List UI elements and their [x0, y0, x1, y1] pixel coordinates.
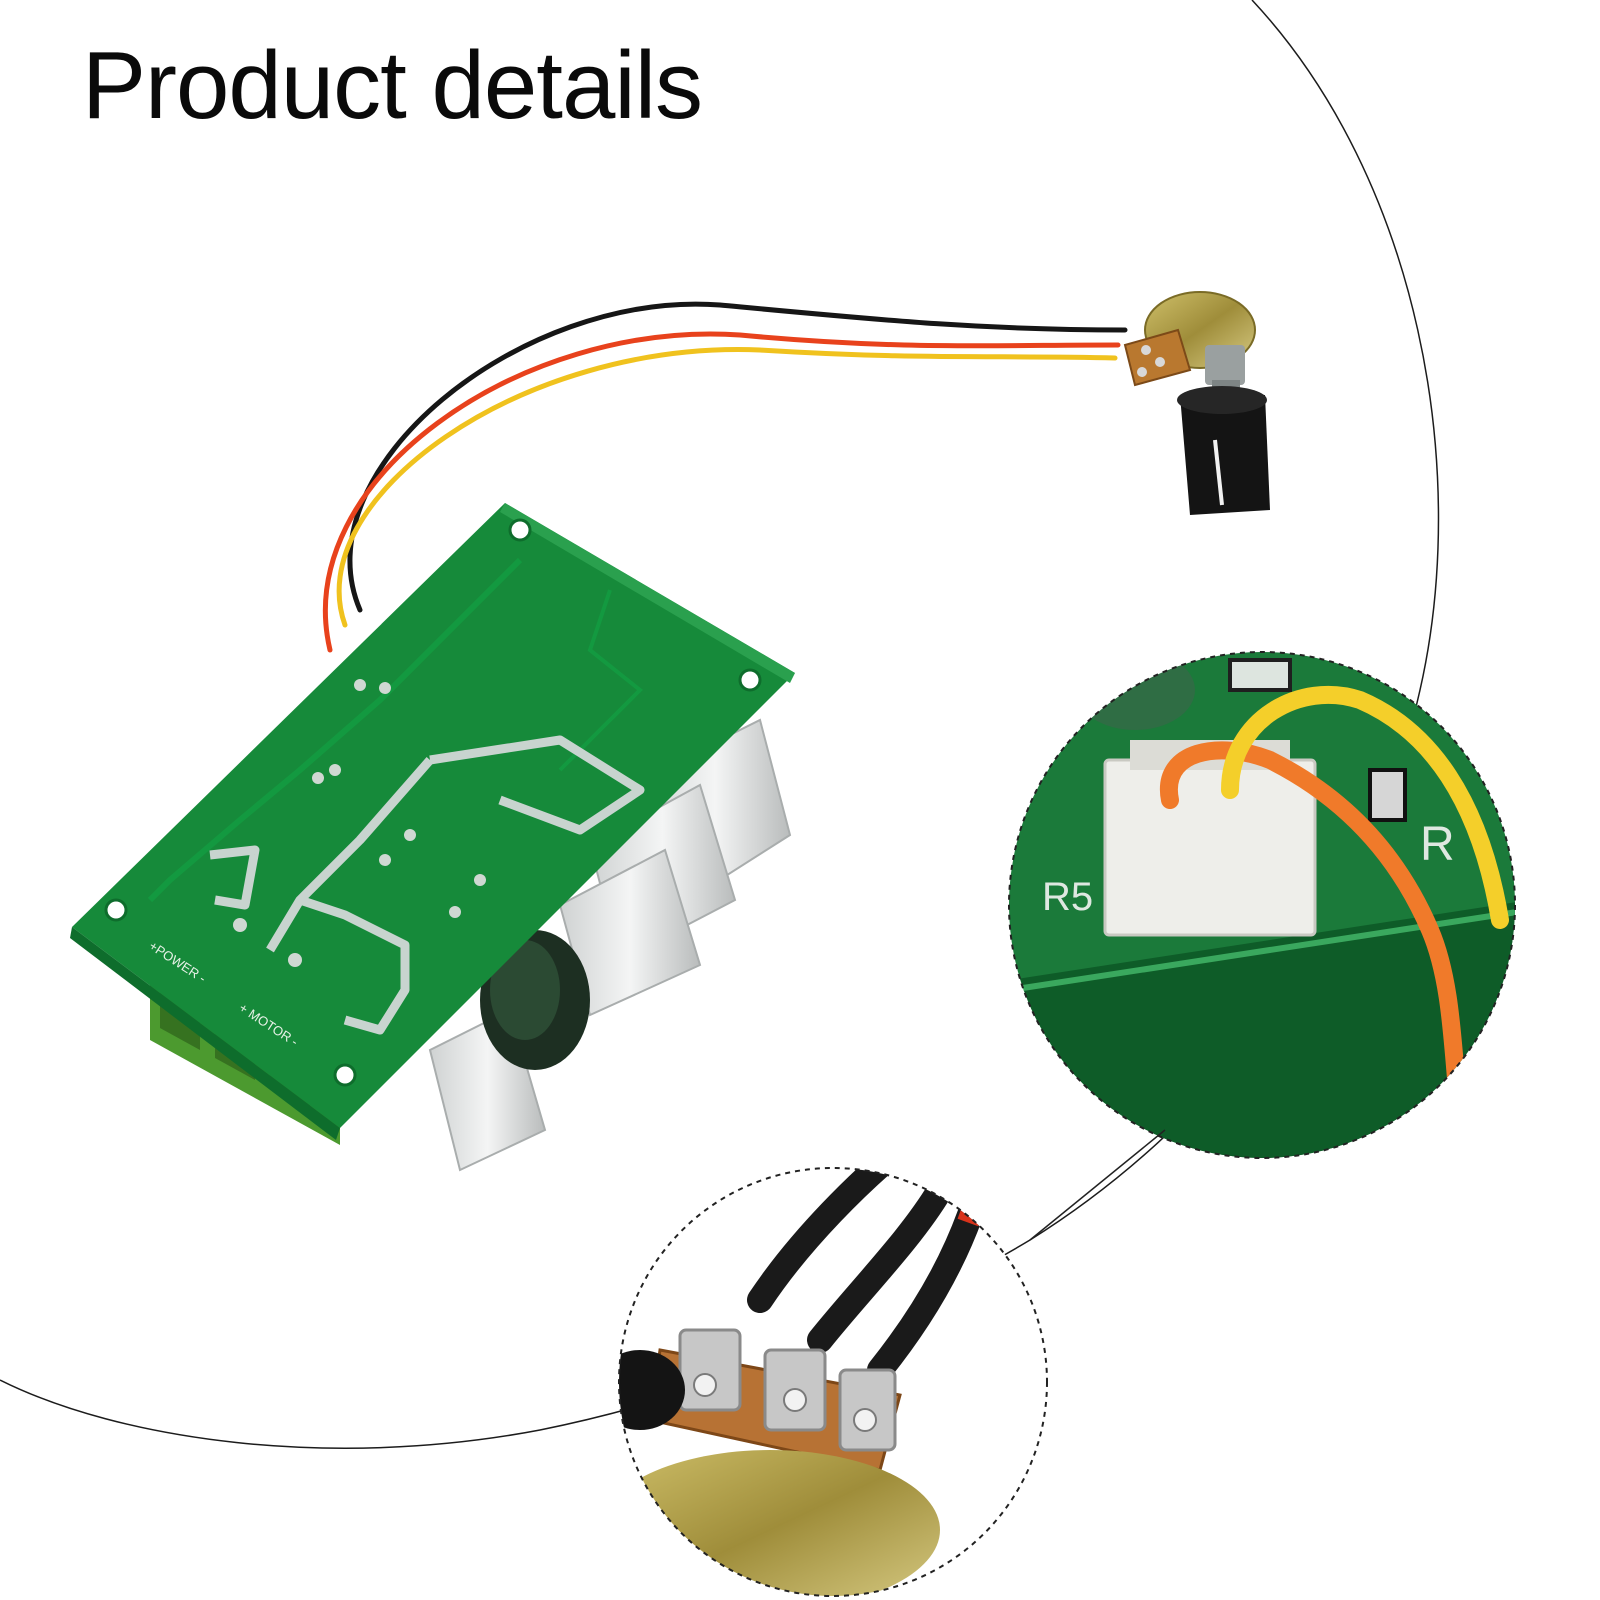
wire-bundle: [322, 301, 1128, 653]
terminal-detail-callout: [618, 1167, 1048, 1597]
page-title: Product details: [82, 32, 703, 139]
svg-text:R: R: [1420, 818, 1455, 871]
svg-text:R5: R5: [1042, 875, 1093, 919]
callout-leader-a: [1029, 1129, 1166, 1241]
background-arc: [0, 0, 1440, 1449]
potentiometer: [1123, 291, 1270, 515]
connector-detail-callout: R R5: [1008, 651, 1516, 1159]
pcb-board: [70, 503, 795, 1140]
capacitor: [480, 930, 590, 1070]
